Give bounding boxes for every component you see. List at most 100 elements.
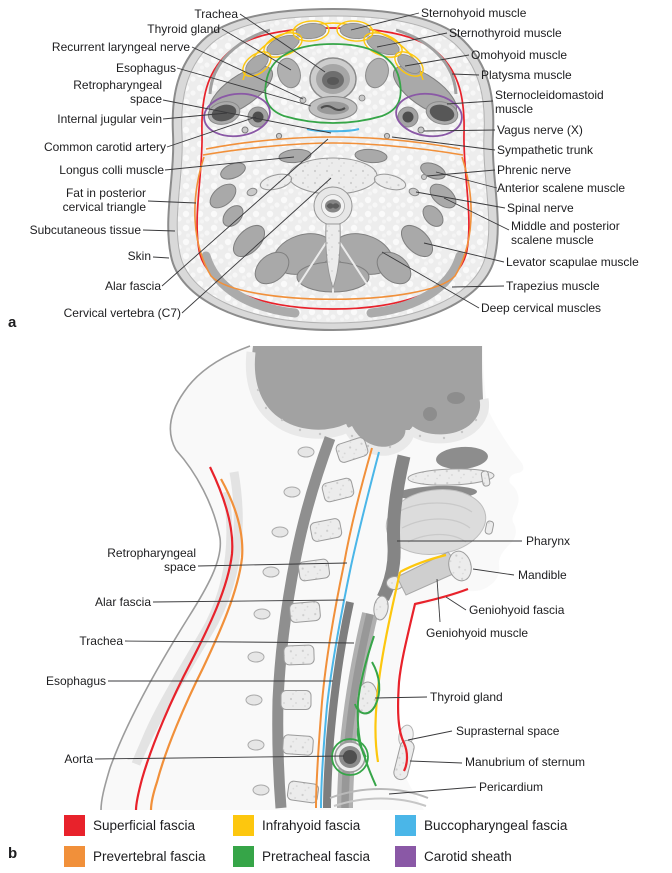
label-mandible: Mandible [518,568,567,582]
label-spinal-nerve: Spinal nerve [507,201,574,215]
fascia-lines-sagittal [134,447,469,811]
legend-label: Buccopharyngeal fascia [424,818,568,833]
pericardium-arcs [329,788,429,807]
cross-section-neck [167,7,499,332]
legend-swatch-buccopharyngeal-fascia [395,815,416,836]
pretracheal-fascia-loop [264,43,402,124]
label-trapezius-muscle: Trapezius muscle [506,279,600,293]
label-pharynx: Pharynx [526,534,571,548]
mandible-section [448,550,472,582]
trachea-section [309,57,357,101]
strap-muscles [245,23,421,74]
aorta-section [334,741,366,773]
legend-swatch-superficial-fascia [64,815,85,836]
teeth [480,470,495,535]
label-middle-posterior-scalene: Middle and posterior scalene muscle [511,219,620,248]
label-sternohyoid-muscle: Sternohyoid muscle [421,6,527,20]
label-alar-fascia-b: Alar fascia [94,595,151,609]
prevertebral-fascia-posterior [149,478,244,811]
label-platysma-muscle: Platysma muscle [481,68,572,82]
label-trachea-b: Trachea [79,634,123,648]
label-trachea-a: Trachea [194,7,238,21]
legend-label: Pretracheal fascia [262,849,371,864]
prevertebral-fascia-loop [194,156,472,300]
legend-label: Superficial fascia [93,818,196,833]
brain [251,346,485,451]
legend-swatch-carotid-sheath [395,846,416,867]
legend-label: Carotid sheath [424,849,512,864]
cervical-vertebra-c7 [259,157,407,290]
label-longus-colli-muscle: Longus colli muscle [59,163,164,177]
leader-lines [94,12,522,795]
tongue [385,489,487,555]
larynx [373,595,389,621]
label-esophagus-b: Esophagus [45,674,106,688]
panel-letter-b: b [8,845,18,862]
sagittal-neck [100,345,524,811]
vertebral-bodies [280,437,369,804]
label-phrenic-nerve: Phrenic nerve [497,163,572,177]
carotid-sheath-right [383,92,463,140]
legend-swatch-infrahyoid-fascia [233,815,254,836]
label-sternocleidomastoid-muscle: Sternocleidomastoid muscle [495,88,604,117]
label-geniohyoid-fascia: Geniohyoid fascia [469,603,565,617]
label-levator-scapulae-muscle: Levator scapulae muscle [506,255,639,269]
legend-item: Infrahyoid fascia [233,815,360,836]
label-common-carotid-artery: Common carotid artery [43,140,166,154]
label-thyroid-gland-a: Thyroid gland [147,22,220,36]
label-esophagus-a: Esophagus [115,61,176,75]
label-fat-posterior-triangle: Fat in posterior cervical triangle [62,186,146,215]
label-anterior-scalene-muscle: Anterior scalene muscle [497,181,626,195]
spinous-processes [245,446,315,796]
panel-letter-a: a [8,314,17,331]
label-suprasternal-space: Suprasternal space [456,724,560,738]
bone-speckles [256,388,478,449]
label-skin: Skin [127,249,151,263]
label-deep-cervical-muscles: Deep cervical muscles [481,301,602,315]
superficial-fascia-line-a [196,27,470,310]
hard-palate [407,468,495,486]
legend-label: Prevertebral fascia [93,849,206,864]
superficial-fascia-posterior [134,466,234,811]
label-retropharyngeal-space-a: Retropharyngeal space [73,78,162,107]
prevertebral-fascia-anterior [315,447,373,809]
carotid-sheath-left [203,92,283,140]
superficial-fascia-anterior [396,587,469,772]
buccopharyngeal-fascia-line [320,451,380,809]
label-sympathetic-trunk: Sympathetic trunk [497,143,594,157]
legend-item: Carotid sheath [395,846,512,867]
infrahyoid-fascia-loops [242,20,424,77]
esophagus-tube [323,601,354,809]
trapezius-muscles [201,251,465,318]
label-pericardium: Pericardium [479,780,544,794]
legend-item: Pretracheal fascia [233,846,370,867]
label-subcutaneous-tissue: Subcutaneous tissue [29,223,141,237]
manubrium-bone [393,739,415,781]
deep-neck-muscles [209,148,457,293]
spinal-canal [272,436,336,809]
legend-item: Prevertebral fascia [64,846,206,867]
spinal-nerves [246,174,427,197]
legend-item: Superficial fascia [64,815,195,836]
label-alar-fascia-a: Alar fascia [104,279,161,293]
nasal-cavity [423,392,488,470]
label-sternothyroid-muscle: Sternothyroid muscle [449,26,562,40]
label-geniohyoid-muscle: Geniohyoid muscle [426,626,529,640]
buccopharyngeal-fascia-line-a [306,128,360,133]
legend-swatch-pretracheal-fascia [233,846,254,867]
legend-item: Buccopharyngeal fascia [395,815,567,836]
legend-swatch-prevertebral-fascia [64,846,85,867]
label-omohyoid-muscle: Omohyoid muscle [471,48,568,62]
label-aorta: Aorta [64,752,93,766]
label-cervical-vertebra-c7: Cervical vertebra (C7) [63,306,181,320]
label-internal-jugular-vein: Internal jugular vein [57,112,162,126]
label-recurrent-laryngeal-nerve: Recurrent laryngeal nerve [51,40,190,54]
label-thyroid-gland-b: Thyroid gland [430,690,503,704]
prevertebral-fascia-lines-a [202,136,464,156]
label-retropharyngeal-space-b: Retropharyngeal space [107,546,196,575]
esophagus-section [308,96,358,120]
label-vagus-nerve: Vagus nerve (X) [497,123,583,137]
legend-label: Infrahyoid fascia [262,818,361,833]
